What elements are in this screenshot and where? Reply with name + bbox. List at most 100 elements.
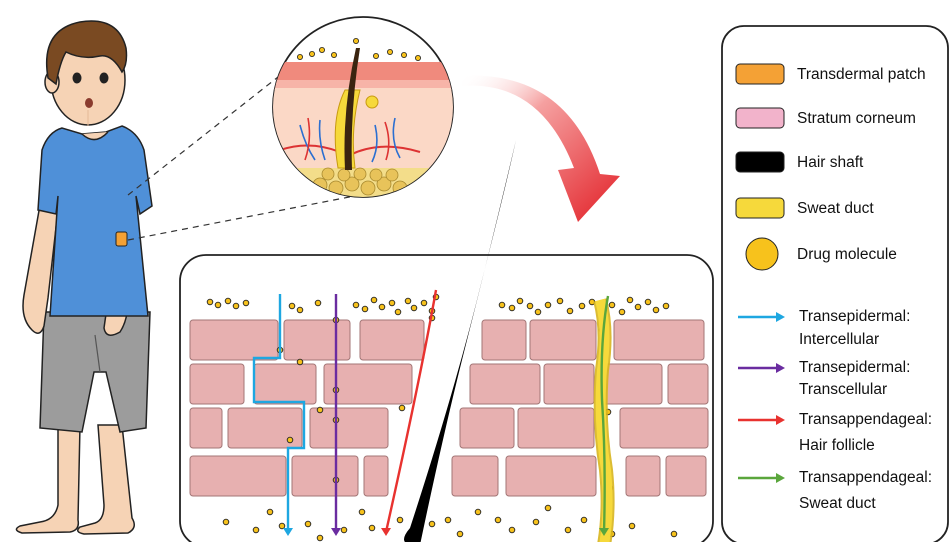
drug-molecule (671, 531, 677, 537)
corneocyte (190, 456, 286, 496)
legend-route-label-line2: Intercellular (799, 331, 879, 348)
drug-molecule (429, 521, 435, 527)
legend-drug-molecule-icon (746, 238, 778, 270)
drug-molecule (223, 519, 229, 525)
corneocyte (518, 408, 594, 448)
drug-molecule (215, 302, 221, 308)
corneocyte (506, 456, 596, 496)
legend-item-label: Stratum corneum (797, 110, 916, 127)
corneocyte (190, 364, 244, 404)
magnified-skin-circle (270, 17, 460, 208)
drug-molecule (545, 302, 551, 308)
drug-molecule (627, 297, 633, 303)
corneocyte (460, 408, 514, 448)
corneocyte (310, 408, 388, 448)
drug-molecule (267, 509, 273, 515)
drug-molecule (371, 297, 377, 303)
drug-molecule (389, 300, 395, 306)
legend-route-label-line1: Transappendageal: (799, 411, 932, 428)
drug-molecule (567, 308, 573, 314)
legend-item-label: Transdermal patch (797, 66, 926, 83)
drug-molecule (225, 298, 231, 304)
legend-swatch (736, 108, 784, 128)
drug-molecule (445, 517, 451, 523)
drug-molecule (379, 304, 385, 310)
shorts (40, 312, 150, 432)
legend-route-label-line2: Hair follicle (799, 437, 875, 454)
drug-molecule (317, 535, 323, 541)
drug-molecule (353, 302, 359, 308)
drug-molecule (207, 299, 213, 305)
drug-molecule (517, 298, 523, 304)
drug-molecule (509, 527, 515, 533)
drug-molecule (297, 307, 303, 313)
drug-molecule (535, 309, 541, 315)
corneocyte (600, 364, 662, 404)
drug-molecule (397, 517, 403, 523)
drug-molecule (565, 527, 571, 533)
corneocyte (292, 456, 358, 496)
drug-molecule (243, 300, 249, 306)
drug-molecule (499, 302, 505, 308)
drug-molecule (653, 307, 659, 313)
corneocyte (530, 320, 596, 360)
drug-molecule (395, 309, 401, 315)
drug-molecule (629, 523, 635, 529)
child-illustration (16, 21, 152, 534)
drug-molecule (359, 509, 365, 515)
left-leg (16, 425, 80, 533)
legend-route-label-line1: Transappendageal: (799, 469, 932, 486)
corneocyte (620, 408, 708, 448)
drug-molecule (663, 303, 669, 309)
drug-molecule (619, 309, 625, 315)
legend-route-label-line1: Transepidermal: (799, 308, 910, 325)
legend-route-label-line2: Transcellular (799, 381, 887, 398)
drug-molecule (509, 305, 515, 311)
transdermal-patch-on-arm (116, 232, 127, 246)
drug-molecule (305, 521, 311, 527)
drug-molecule (545, 505, 551, 511)
drug-molecule (362, 306, 368, 312)
corneocyte (668, 364, 708, 404)
drug-molecule (405, 298, 411, 304)
stratum-corneum-detail (180, 140, 713, 542)
legend-route-label-line1: Transepidermal: (799, 359, 910, 376)
drug-molecule (475, 509, 481, 515)
corneocyte (190, 320, 278, 360)
drug-molecule (279, 523, 285, 529)
drug-molecule (635, 304, 641, 310)
drug-molecule (289, 303, 295, 309)
drug-molecule (287, 437, 293, 443)
corneocyte (190, 408, 222, 448)
corneocyte (614, 320, 704, 360)
drug-molecule (317, 407, 323, 413)
drug-molecule (527, 303, 533, 309)
drug-molecule (233, 303, 239, 309)
legend-swatch (736, 198, 784, 218)
corneocyte (666, 456, 706, 496)
drug-molecule (579, 303, 585, 309)
corneocyte (360, 320, 424, 360)
drug-molecule (421, 300, 427, 306)
drug-molecule (495, 517, 501, 523)
drug-molecule (297, 359, 303, 365)
drug-molecule (457, 531, 463, 537)
drug-molecule (253, 527, 259, 533)
legend-swatch (736, 152, 784, 172)
drug-molecule (341, 527, 347, 533)
drug-molecule (369, 525, 375, 531)
corneocyte (254, 364, 316, 404)
zoom-arrow (462, 76, 620, 222)
drug-molecule (557, 298, 563, 304)
drug-molecule (399, 405, 405, 411)
legend-item-label: Hair shaft (797, 154, 864, 171)
drug-molecule (581, 517, 587, 523)
drug-molecule (645, 299, 651, 305)
legend-route-label-line2: Sweat duct (799, 495, 876, 512)
corneocyte (626, 456, 660, 496)
corneocyte (364, 456, 388, 496)
corneocyte (324, 364, 412, 404)
drug-molecule (411, 305, 417, 311)
drug-molecule (315, 300, 321, 306)
